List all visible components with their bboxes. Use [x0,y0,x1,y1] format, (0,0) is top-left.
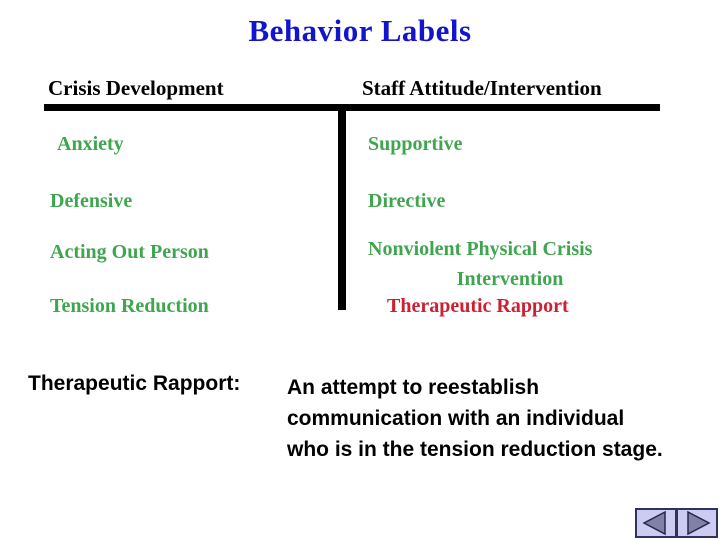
column-header-staff-attitude-intervention: Staff Attitude/Intervention [362,76,602,100]
definition-line: who is in the tension reduction stage. [287,438,663,461]
definition-line: communication with an individual [287,407,625,430]
left-arrow-icon [642,510,666,536]
column-header-crisis-development: Crisis Development [48,76,224,100]
crisis-item-defensive: Defensive [50,190,133,212]
column-divider-rule [338,104,346,310]
crisis-item-anxiety: Anxiety [57,133,124,155]
header-underline-rule [44,104,660,111]
staff-item-directive: Directive [368,190,446,212]
right-arrow-icon [687,510,711,536]
definition-line: An attempt to reestablish [287,376,540,399]
staff-item-supportive: Supportive [368,133,463,155]
staff-item-nonviolent-physical-crisis-intervention: Nonviolent Physical Crisis Intervention [368,234,652,294]
staff-item-therapeutic-rapport: Therapeutic Rapport [387,295,569,317]
staff-item-nonviolent-line2: Intervention [456,268,564,290]
staff-item-nonviolent-line1: Nonviolent Physical Crisis [368,238,593,260]
crisis-item-acting-out-person: Acting Out Person [50,241,209,263]
slide-navigation [635,508,718,538]
crisis-item-tension-reduction: Tension Reduction [50,295,209,317]
next-slide-button[interactable] [676,508,718,538]
definition-term: Therapeutic Rapport: [28,372,241,395]
definition-body: An attempt to reestablish communication … [287,372,663,465]
slide-title: Behavior Labels [248,13,472,48]
previous-slide-button[interactable] [635,508,677,538]
